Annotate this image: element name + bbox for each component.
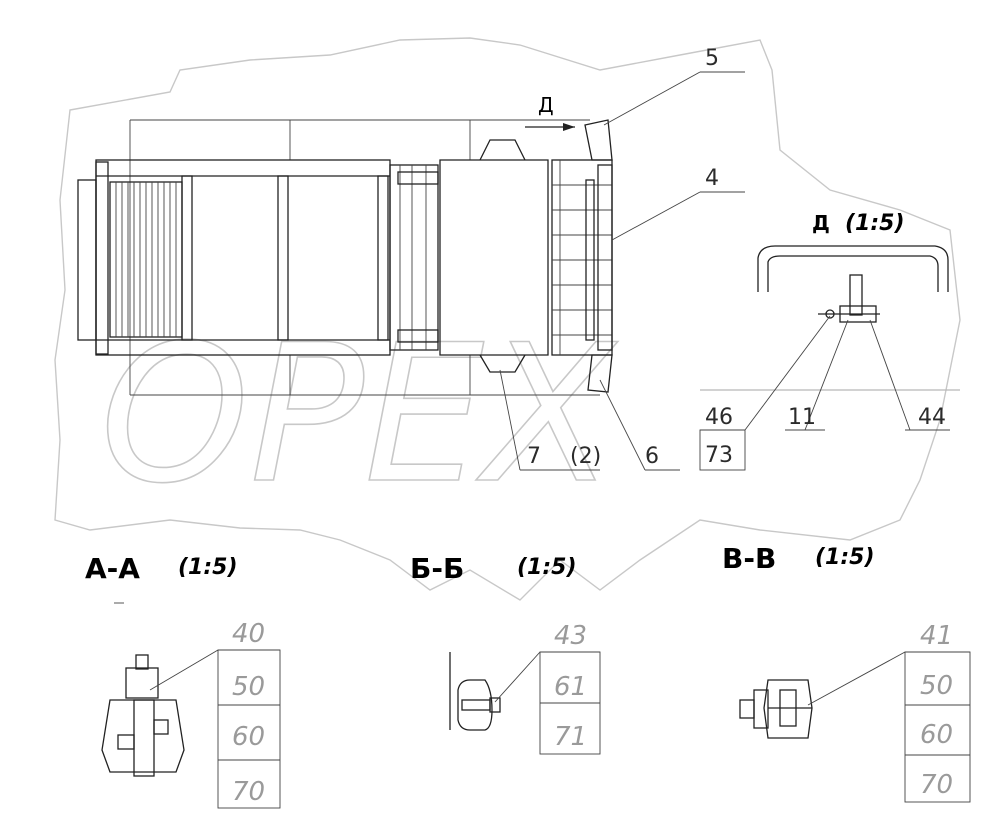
callout-50: 50 [232,672,265,702]
main-view: Д 5 4 7 (2) 6 [77,46,745,471]
callout-70: 70 [232,777,265,807]
grille-bar [585,179,595,341]
callout-71: 71 [554,722,587,752]
bolt [461,699,491,711]
leader-line [869,319,911,431]
bracket-top [584,119,613,161]
bolt-end [135,654,149,670]
watermark: ОРЕХ [54,37,961,601]
coupling-clamp [397,329,439,343]
nut [125,667,159,699]
section-a-a: А-А (1:5) 40 50 60 70 [85,552,281,809]
view-arrow-d: Д [525,93,575,131]
clamp-body [101,699,185,773]
callout-2-qty: (2) [570,444,601,469]
grille-edge [597,164,613,351]
nut [489,697,501,713]
leader-line [149,649,219,691]
washer [753,689,769,729]
section-title: А-А [85,552,140,585]
leader-line [807,651,906,706]
callout-60: 60 [920,720,953,750]
watermark-gear-outline [54,37,961,601]
callout-table [904,651,971,803]
end-plate [77,179,97,341]
callout-44: 44 [918,405,946,430]
callout-7: 7 [527,444,541,469]
detail-scale: (1:5) [845,211,905,236]
bolt-shank [849,274,863,316]
section-title: Б-Б [410,552,464,585]
leader-line [599,379,646,471]
callout-50: 50 [920,671,953,701]
washer [153,719,169,735]
nut [739,699,755,719]
bolt-shank [133,699,155,777]
callout-5: 5 [705,46,719,71]
callout-73: 73 [705,443,733,468]
leader-line [494,651,541,703]
leader-line [499,369,521,471]
section-v-v: В-В (1:5) 41 50 60 70 [722,542,971,803]
leader-line [611,191,701,241]
callout-46: 46 [705,405,733,430]
callout-43: 43 [554,621,587,651]
callout-40: 40 [232,619,265,649]
housing-lug-top [479,139,526,161]
callout-70: 70 [920,770,953,800]
coupling-clamp [397,171,439,185]
channel-profile [757,245,949,292]
section-scale: (1:5) [815,545,875,570]
callout-4: 4 [705,166,719,191]
callout-table [217,649,281,809]
leader-line [744,315,831,431]
section-title: В-В [722,542,776,575]
callout-60: 60 [232,722,265,752]
housing [439,159,549,356]
section-scale: (1:5) [517,555,577,580]
pin-head [825,309,835,319]
cross-member [277,175,289,341]
callout-11: 11 [788,405,816,430]
view-letter: Д [538,93,554,117]
leader-line [603,71,701,126]
callout-41: 41 [920,621,953,651]
channel-inner [767,255,939,292]
callout-61: 61 [554,672,587,702]
housing-lug-bottom [479,354,526,373]
callout-box [699,429,746,471]
callout-6: 6 [645,444,659,469]
section-scale: (1:5) [178,555,238,580]
cross-member [181,175,193,341]
bolt-shank [779,689,797,727]
washer [117,734,135,750]
detail-view-d: Д (1:5) 46 11 44 73 [699,211,960,471]
detail-title: Д [812,211,830,235]
leader-line [804,319,849,431]
section-b-b: Б-Б (1:5) 43 61 71 [410,552,601,755]
bushing [457,679,493,731]
bracket-bottom [587,354,613,393]
clamp-block [763,679,813,739]
cross-member [377,175,389,341]
coupling-section [389,164,439,351]
